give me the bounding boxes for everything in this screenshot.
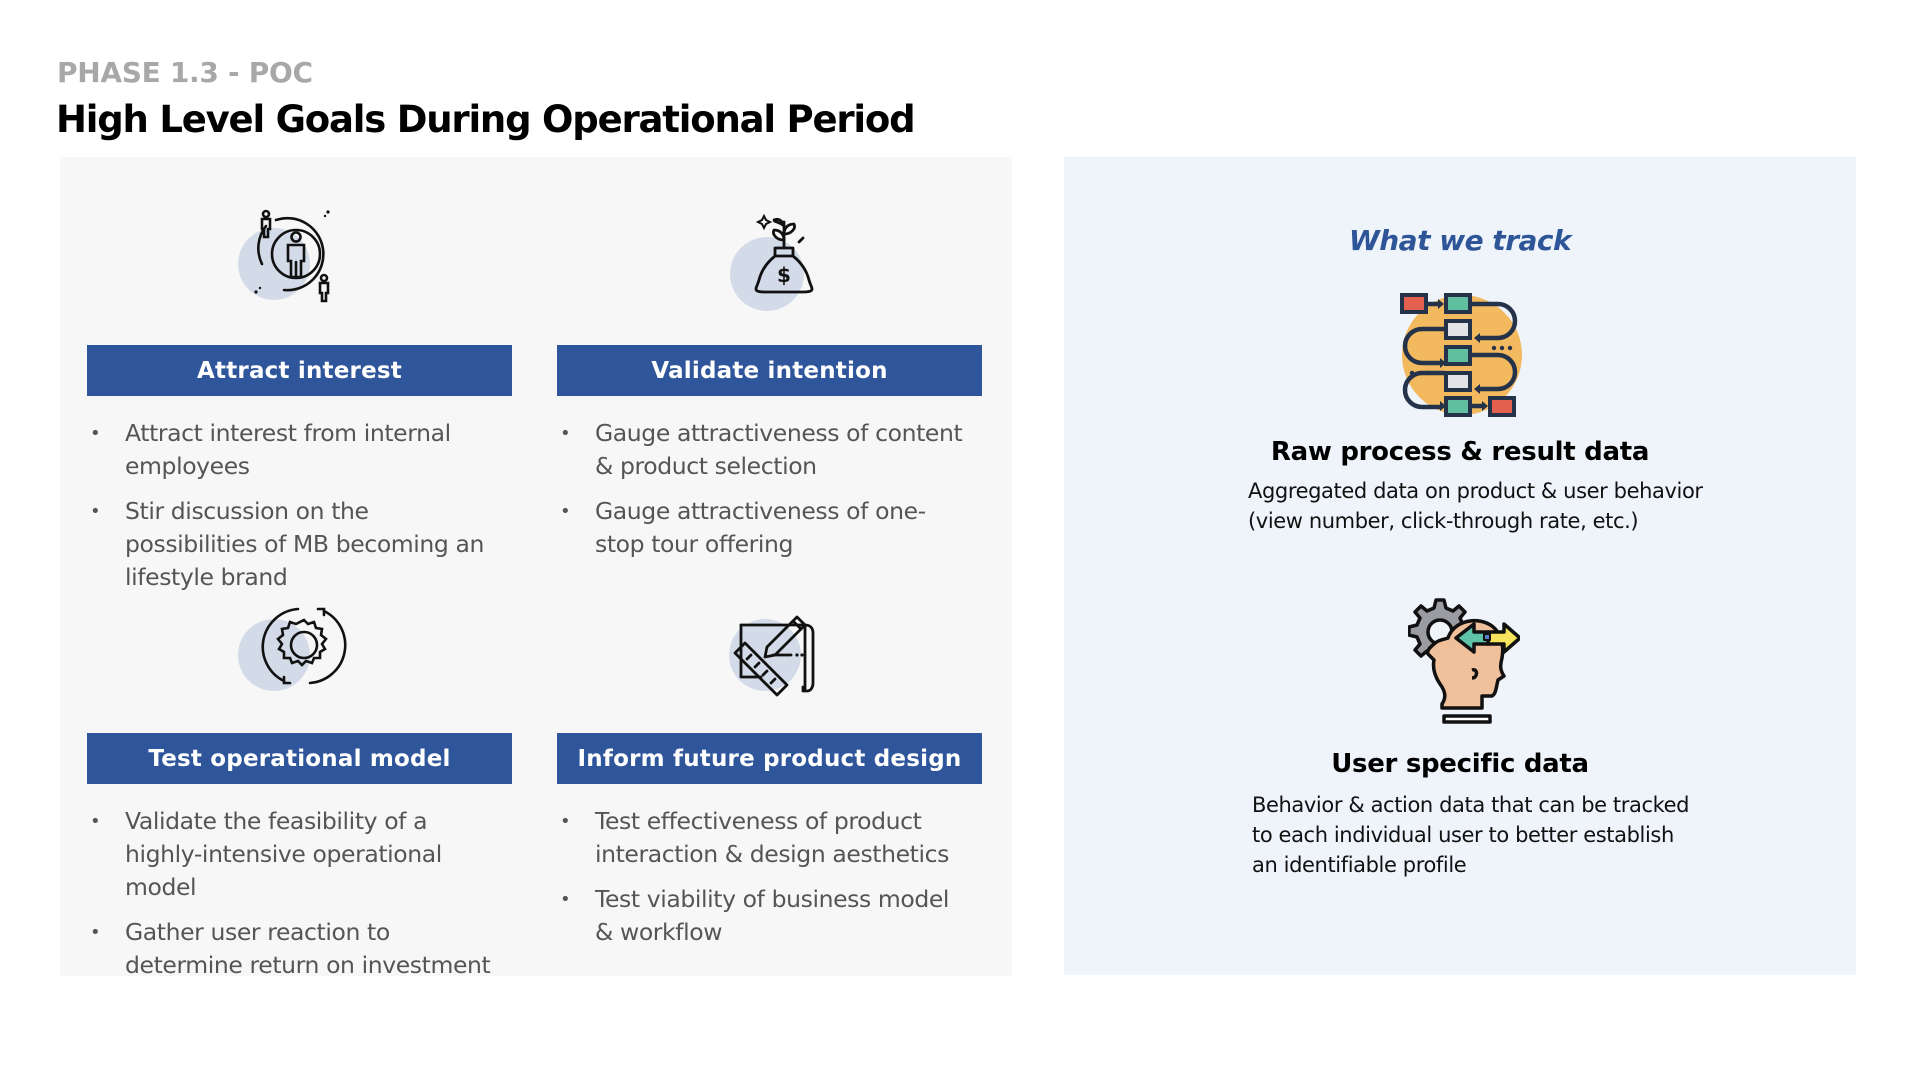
bullet-item: Test effectiveness of product interactio… (557, 805, 967, 871)
goal-bullets-inform-future-product-design: Test effectiveness of product interactio… (557, 805, 967, 961)
goal-bullets-validate-intention: Gauge attractiveness of content & produc… (557, 417, 967, 573)
money-bag-plant-icon: $ (717, 210, 837, 320)
people-target-icon (232, 200, 352, 310)
goal-bar-test-operational-model: Test operational model (87, 733, 512, 784)
description-line: to each individual user to better establ… (1252, 823, 1674, 847)
bullet-item: Attract interest from internal employees (87, 417, 497, 483)
description-line: (view number, click-through rate, etc.) (1248, 509, 1639, 533)
tracking-title: What we track (1348, 224, 1572, 257)
bullet-item: Stir discussion on the possibilities of … (87, 495, 497, 594)
process-flow-icon (1398, 291, 1524, 417)
bullet-item: Test viability of business model & workf… (557, 883, 967, 949)
goal-bar-validate-intention: Validate intention (557, 345, 982, 396)
head-gear-arrows-icon (1407, 592, 1522, 724)
description-line: Aggregated data on product & user behavi… (1248, 479, 1703, 503)
description-line: Behavior & action data that can be track… (1252, 793, 1690, 817)
goal-bullets-attract-interest: Attract interest from internal employees… (87, 417, 497, 606)
phase-label: PHASE 1.3 - POC (57, 56, 313, 89)
page-title: High Level Goals During Operational Peri… (56, 98, 916, 141)
bullet-item: Gauge attractiveness of content & produc… (557, 417, 967, 483)
tracking-description-user-specific: Behavior & action data that can be track… (1252, 790, 1689, 880)
description-line: an identifiable profile (1252, 853, 1467, 877)
goal-bullets-test-operational-model: Validate the feasibility of a highly-int… (87, 805, 497, 994)
tracking-heading-user-specific: User specific data (1331, 749, 1589, 779)
bullet-item: Validate the feasibility of a highly-int… (87, 805, 497, 904)
goal-bar-attract-interest: Attract interest (87, 345, 512, 396)
bullet-item: Gauge attractiveness of one-stop tour of… (557, 495, 967, 561)
tracking-description-raw-process: Aggregated data on product & user behavi… (1248, 476, 1703, 536)
goal-bar-inform-future-product-design: Inform future product design (557, 733, 982, 784)
gear-cycle-icon (232, 597, 352, 707)
bullet-item: Gather user reaction to determine return… (87, 916, 497, 982)
design-ruler-pencil-icon (717, 603, 837, 713)
svg-text:$: $ (777, 263, 791, 287)
tracking-heading-raw-process: Raw process & result data (1270, 437, 1650, 467)
